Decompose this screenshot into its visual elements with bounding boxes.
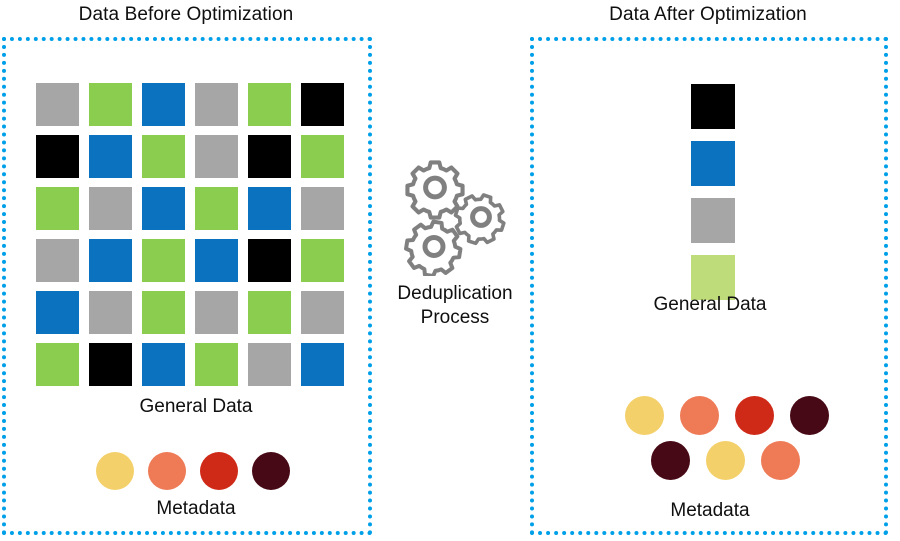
data-block-blue: [691, 141, 735, 186]
data-block-blue: [248, 187, 291, 230]
data-block-green: [301, 239, 344, 282]
data-block-black: [301, 83, 344, 126]
data-block-green: [142, 239, 185, 282]
deduplication-process: Deduplication Process: [385, 152, 525, 330]
panel-title-before: Data Before Optimization: [78, 4, 294, 25]
data-block-blue: [89, 239, 132, 282]
data-block-blue: [142, 187, 185, 230]
data-block-gray: [36, 83, 79, 126]
metadata-dot-red: [200, 452, 238, 490]
metadata-dot-yellow: [625, 396, 664, 435]
data-block-blue: [142, 83, 185, 126]
data-block-green: [195, 343, 238, 386]
data-block-green: [248, 83, 291, 126]
data-block-green_light: [691, 255, 735, 300]
data-block-green: [301, 135, 344, 178]
metadata-dot-red: [735, 396, 774, 435]
data-block-green: [89, 83, 132, 126]
deduplication-process-label-line2: Process: [420, 307, 490, 328]
caption-general-data-before: General Data: [139, 396, 253, 417]
data-block-gray: [248, 343, 291, 386]
metadata-dot-yellow: [706, 441, 745, 480]
data-block-blue: [36, 291, 79, 334]
gears-icon: [404, 160, 506, 276]
metadata-dots-before: [96, 452, 290, 490]
data-block-gray: [36, 239, 79, 282]
caption-general-data-after: General Data: [653, 294, 767, 315]
data-block-green: [248, 291, 291, 334]
metadata-dot-maroon: [651, 441, 690, 480]
data-block-gray: [691, 198, 735, 243]
metadata-dot-maroon: [252, 452, 290, 490]
deduplication-process-label: Deduplication Process: [385, 282, 525, 330]
data-block-blue: [195, 239, 238, 282]
metadata-dot-salmon: [680, 396, 719, 435]
panel-title-after: Data After Optimization: [609, 4, 807, 25]
data-block-black: [691, 84, 735, 129]
data-block-black: [89, 343, 132, 386]
metadata-dot-maroon: [790, 396, 829, 435]
deduplication-process-label-line1: Deduplication: [397, 283, 513, 304]
data-block-green: [36, 187, 79, 230]
caption-metadata-after: Metadata: [670, 500, 750, 521]
data-block-black: [248, 239, 291, 282]
data-block-gray: [195, 135, 238, 178]
data-block-gray: [89, 291, 132, 334]
data-block-grid-before: [36, 83, 344, 386]
data-block-black: [36, 135, 79, 178]
data-block-gray: [301, 187, 344, 230]
data-block-gray: [89, 187, 132, 230]
data-block-gray: [195, 291, 238, 334]
data-block-blue: [89, 135, 132, 178]
data-block-green: [195, 187, 238, 230]
caption-metadata-before: Metadata: [156, 498, 236, 519]
data-block-blue: [142, 343, 185, 386]
data-block-stack-after: [691, 84, 735, 300]
data-block-gray: [195, 83, 238, 126]
data-block-green: [36, 343, 79, 386]
metadata-dot-salmon: [761, 441, 800, 480]
data-block-black: [248, 135, 291, 178]
metadata-dot-yellow: [96, 452, 134, 490]
data-block-blue: [301, 343, 344, 386]
metadata-dots-after-row1: [625, 396, 829, 435]
metadata-dot-salmon: [148, 452, 186, 490]
data-block-green: [142, 135, 185, 178]
data-block-green: [142, 291, 185, 334]
metadata-dots-after-row2: [651, 441, 800, 480]
data-block-gray: [301, 291, 344, 334]
